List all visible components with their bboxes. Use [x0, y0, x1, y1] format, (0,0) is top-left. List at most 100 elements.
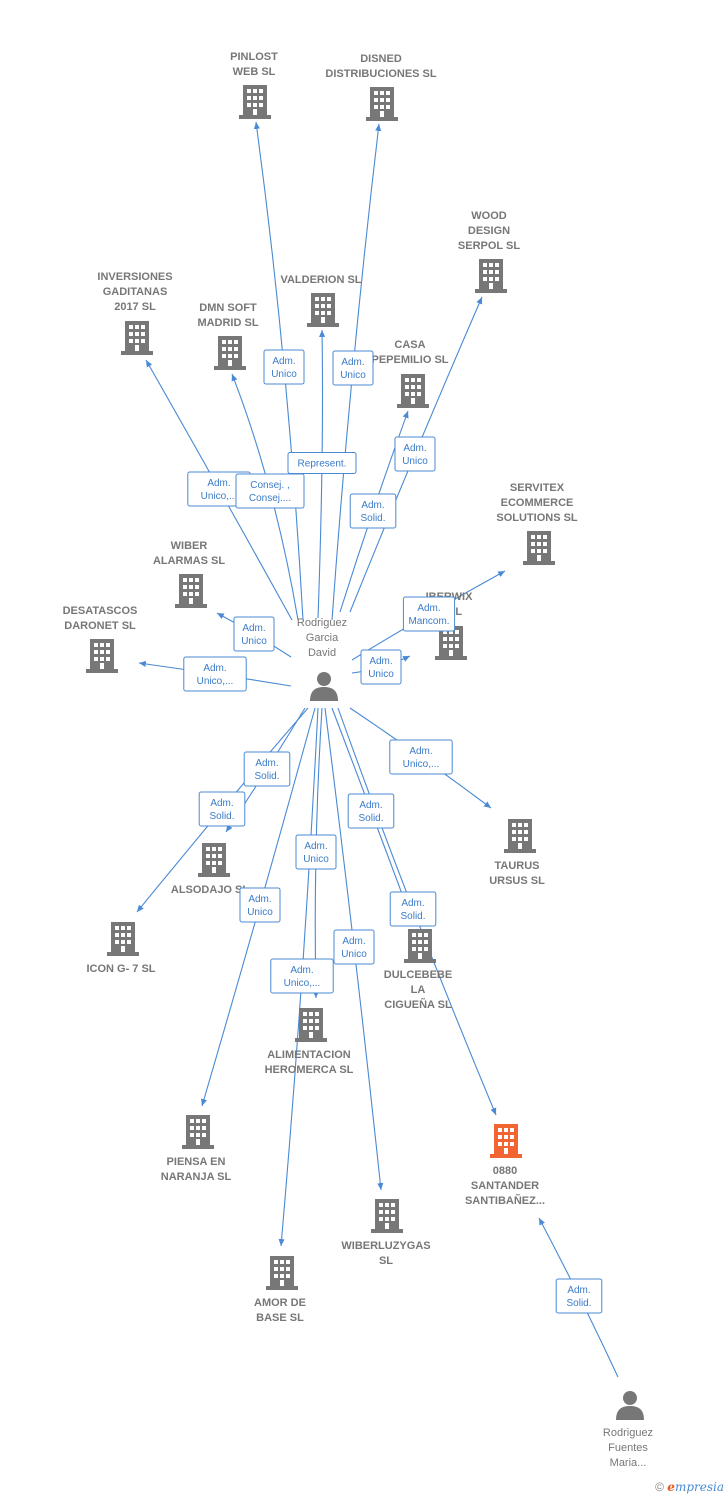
edge-label[interactable]: Adm. Unico	[295, 834, 337, 870]
edge-label-text: Solid.	[209, 811, 234, 822]
edge-label[interactable]: Adm. Solid.	[555, 1278, 603, 1314]
edge-label-box	[263, 349, 305, 385]
node-valderion[interactable]: VALDERION SL	[280, 274, 362, 327]
edge-label-text: Consej. ,	[250, 480, 289, 491]
node-label: Rodriguez	[603, 1427, 653, 1439]
edge-label-text: Adm.	[567, 1285, 590, 1296]
edge-label-text: Adm.	[210, 798, 233, 809]
edge-label-box	[402, 596, 456, 632]
copyright-symbol: ©	[655, 1480, 664, 1494]
edge-label[interactable]: Adm.Solid.	[243, 751, 291, 787]
building-icon	[523, 531, 555, 565]
edge-label-text: Solid.	[360, 513, 385, 524]
node-santander[interactable]: 0880SANTANDERSANTIBAÑEZ...	[465, 1124, 545, 1207]
edge-label-box	[389, 739, 453, 775]
edge-label[interactable]: Adm.Unico	[233, 616, 275, 652]
edge-label-text: Unico	[271, 369, 297, 380]
edge-label-text: Represent.	[298, 459, 347, 470]
edge-label[interactable]: Adm.Unico	[333, 929, 375, 965]
edge-label[interactable]: Adm.Unico,...	[270, 958, 334, 994]
building-icon	[307, 293, 339, 327]
node-label: WOOD	[471, 210, 506, 222]
node-label: CIGUEÑA SL	[384, 998, 452, 1011]
edge-label-text: Adm.	[369, 656, 392, 667]
node-alsodajo[interactable]: ALSODAJO SL	[171, 843, 250, 896]
edge-label-text: Adm.	[248, 894, 271, 905]
edge-label[interactable]: Adm.Unico	[394, 436, 436, 472]
nodes-layer: RodriguezGarciaDavidRodriguezFuentesMari…	[63, 51, 653, 1469]
building-icon	[397, 374, 429, 408]
node-label: CASA	[394, 339, 425, 351]
edge-label[interactable]: Adm. Unico	[360, 649, 402, 685]
edge-label[interactable]: Adm.Unico	[239, 887, 281, 923]
edge-label[interactable]: Adm.Unico,...	[187, 471, 251, 507]
node-label: URSUS SL	[489, 875, 545, 887]
building-icon	[371, 1199, 403, 1233]
edge-label-text: Adm.	[341, 357, 364, 368]
edge-label[interactable]: Consej. ,Consej....	[235, 473, 305, 509]
edge-label[interactable]: Adm.Solid.	[347, 793, 395, 829]
edge-label-text: Solid.	[400, 911, 425, 922]
building-icon	[490, 1124, 522, 1158]
node-label: ALARMAS SL	[153, 555, 225, 567]
building-icon	[107, 922, 139, 956]
node-rfm[interactable]: RodriguezFuentesMaria...	[603, 1391, 653, 1469]
building-icon	[266, 1256, 298, 1290]
person-icon	[310, 672, 338, 701]
edge-label-text: Solid.	[566, 1298, 591, 1309]
edge-label[interactable]: Adm.Solid.	[389, 891, 437, 927]
edge-label[interactable]: Adm. Solid.	[349, 493, 397, 529]
edge-label[interactable]: Adm.Unico,...	[389, 739, 453, 775]
node-label: SOLUTIONS SL	[496, 512, 578, 524]
edge-label[interactable]: Adm.Mancom.	[402, 596, 456, 632]
node-label: SERPOL SL	[458, 240, 520, 252]
edge-label-text: Adm.	[417, 603, 440, 614]
edge-label[interactable]: Adm. Solid.	[198, 791, 246, 827]
node-label: GADITANAS	[103, 286, 168, 298]
edge-label-box	[389, 891, 437, 927]
edge-label[interactable]: Adm.Unico,...	[183, 656, 247, 692]
brand-logo-text: mpresia	[674, 1480, 724, 1494]
edge-label-text: Unico	[368, 669, 394, 680]
edge-label[interactable]: Adm.Unico	[332, 350, 374, 386]
node-label: ALIMENTACION	[267, 1049, 351, 1061]
building-icon	[295, 1008, 327, 1042]
edge-label-text: Unico	[303, 854, 329, 865]
building-icon	[214, 336, 246, 370]
node-label: VALDERION SL	[280, 274, 361, 286]
building-icon	[366, 87, 398, 121]
edge-label-text: Adm.	[304, 841, 327, 852]
edge-label[interactable]: Adm.Unico	[263, 349, 305, 385]
node-label: SANTANDER	[471, 1180, 539, 1192]
node-label: SANTIBAÑEZ...	[465, 1194, 545, 1207]
edge-label-text: Adm.	[242, 623, 265, 634]
node-label: SERVITEX	[510, 482, 565, 494]
edge-labels-layer: Adm.UnicoAdm.UnicoRepresent.Adm.UnicoAdm…	[183, 349, 603, 1314]
node-icon[interactable]: ICON G- 7 SL	[86, 922, 156, 975]
node-label: NARANJA SL	[161, 1171, 232, 1183]
edge-label-box	[243, 751, 291, 787]
edge-label[interactable]: Represent.	[287, 452, 357, 474]
edge-label-text: Unico,...	[197, 676, 234, 687]
edge-label-text: Adm.	[361, 500, 384, 511]
node-label: David	[308, 647, 336, 659]
edge-label-text: Adm.	[359, 800, 382, 811]
edge-label-text: Adm.	[290, 965, 313, 976]
edge-label-box	[239, 887, 281, 923]
